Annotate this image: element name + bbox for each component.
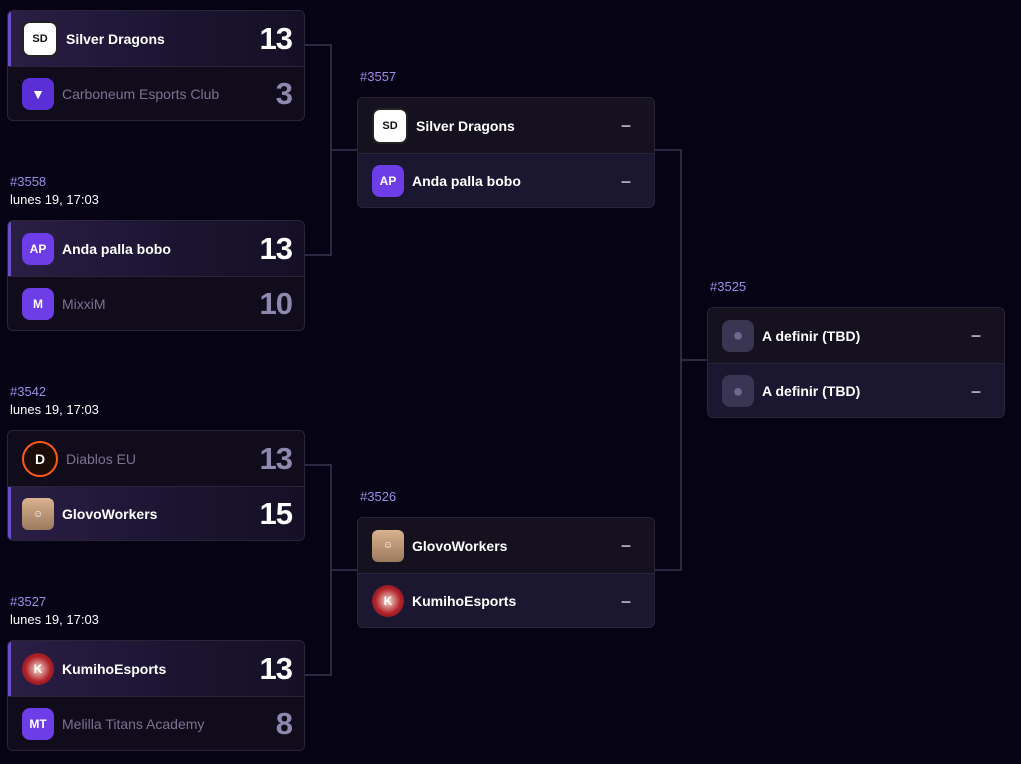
match-meta: #3525 bbox=[710, 278, 746, 296]
silver-dragons-logo-icon: SD bbox=[22, 20, 58, 57]
team-name: Carboneum Esports Club bbox=[62, 86, 220, 102]
initials-avatar-icon: AP bbox=[22, 232, 54, 265]
team-score: – bbox=[620, 590, 631, 611]
team-score: – bbox=[620, 535, 631, 555]
match-id[interactable]: #3557 bbox=[360, 69, 397, 84]
team-score: – bbox=[970, 380, 981, 401]
match-id[interactable]: #3525 bbox=[710, 279, 747, 294]
match-id[interactable]: #3558 bbox=[10, 174, 47, 189]
team-row[interactable]: SD Silver Dragons 13 bbox=[8, 11, 304, 66]
team-row[interactable]: K KumihoEsports 13 bbox=[8, 641, 304, 696]
team-row[interactable]: M MixxiM 10 bbox=[8, 276, 304, 330]
kumiho-logo-icon: K bbox=[372, 585, 404, 617]
initials-avatar-icon: MT bbox=[22, 708, 54, 740]
team-name: GlovoWorkers bbox=[62, 506, 158, 522]
match-date: lunes 19, 17:03 bbox=[10, 402, 99, 417]
team-score: 13 bbox=[259, 20, 293, 56]
team-score: 13 bbox=[259, 650, 293, 686]
placeholder-avatar-icon: ● bbox=[722, 375, 754, 407]
match-card-r2-1[interactable]: SD Silver Dragons – AP Anda palla bobo – bbox=[357, 97, 655, 208]
team-name: KumihoEsports bbox=[62, 660, 167, 677]
team-row[interactable]: ☺ GlovoWorkers 15 bbox=[8, 486, 304, 540]
team-name: Silver Dragons bbox=[416, 117, 515, 134]
match-meta: #3542 lunes 19, 17:03 bbox=[10, 383, 99, 419]
kumiho-logo-icon: K bbox=[22, 652, 54, 685]
team-row[interactable]: ● A definir (TBD) – bbox=[708, 363, 1004, 417]
match-meta: #3558 lunes 19, 17:03 bbox=[10, 173, 99, 209]
team-score: 15 bbox=[259, 496, 293, 531]
match-card-r1-1[interactable]: SD Silver Dragons 13 ▼ Carboneum Esports… bbox=[7, 10, 305, 121]
team-name: Anda palla bobo bbox=[412, 173, 521, 189]
match-card-r2-2[interactable]: ☺ GlovoWorkers – K KumihoEsports – bbox=[357, 517, 655, 628]
team-score: 13 bbox=[259, 230, 293, 266]
team-score: – bbox=[620, 115, 631, 135]
team-row[interactable]: AP Anda palla bobo 13 bbox=[8, 221, 304, 276]
team-score: – bbox=[970, 325, 981, 345]
team-name: MixxiM bbox=[62, 296, 106, 312]
match-card-final[interactable]: ● A definir (TBD) – ● A definir (TBD) – bbox=[707, 307, 1005, 418]
team-name: Diablos EU bbox=[66, 450, 137, 467]
team-name: Melilla Titans Academy bbox=[62, 716, 205, 732]
match-card-r1-4[interactable]: K KumihoEsports 13 MT Melilla Titans Aca… bbox=[7, 640, 305, 751]
match-id[interactable]: #3526 bbox=[360, 489, 397, 504]
connector-r2 bbox=[655, 149, 682, 571]
team-row[interactable]: ● A definir (TBD) – bbox=[708, 308, 1004, 363]
match-card-r1-3[interactable]: D Diablos EU 13 ☺ GlovoWorkers 15 bbox=[7, 430, 305, 541]
match-date: lunes 19, 17:03 bbox=[10, 612, 99, 627]
connector-r1-a bbox=[305, 44, 332, 256]
match-meta: #3557 bbox=[360, 68, 396, 86]
team-name: Silver Dragons bbox=[66, 30, 165, 47]
initials-avatar-icon: AP bbox=[372, 165, 404, 197]
team-row[interactable]: K KumihoEsports – bbox=[358, 573, 654, 627]
team-row[interactable]: MT Melilla Titans Academy 8 bbox=[8, 696, 304, 750]
team-row[interactable]: ☺ GlovoWorkers – bbox=[358, 518, 654, 573]
match-meta: #3527 lunes 19, 17:03 bbox=[10, 593, 99, 629]
team-row[interactable]: D Diablos EU 13 bbox=[8, 431, 304, 486]
match-card-r1-2[interactable]: AP Anda palla bobo 13 M MixxiM 10 bbox=[7, 220, 305, 331]
team-score: 13 bbox=[259, 440, 293, 476]
team-row[interactable]: SD Silver Dragons – bbox=[358, 98, 654, 153]
connector-r1-b bbox=[305, 464, 332, 676]
player-photo-icon: ☺ bbox=[372, 529, 404, 562]
player-photo-icon: ☺ bbox=[22, 498, 54, 530]
team-score: 8 bbox=[275, 706, 293, 741]
team-name: KumihoEsports bbox=[412, 593, 517, 609]
match-date: lunes 19, 17:03 bbox=[10, 192, 99, 207]
team-name: GlovoWorkers bbox=[412, 537, 508, 554]
match-meta: #3526 bbox=[360, 488, 396, 506]
diablos-logo-icon: D bbox=[22, 440, 58, 477]
match-id[interactable]: #3542 bbox=[10, 384, 47, 399]
team-row[interactable]: ▼ Carboneum Esports Club 3 bbox=[8, 66, 304, 120]
carboneum-logo-icon: ▼ bbox=[22, 78, 54, 110]
team-row[interactable]: AP Anda palla bobo – bbox=[358, 153, 654, 207]
team-name: A definir (TBD) bbox=[762, 383, 861, 399]
placeholder-avatar-icon: ● bbox=[722, 319, 754, 352]
team-name: Anda palla bobo bbox=[62, 240, 171, 257]
team-score: 10 bbox=[259, 286, 293, 321]
initials-avatar-icon: M bbox=[22, 288, 54, 320]
silver-dragons-logo-icon: SD bbox=[372, 107, 408, 144]
match-id[interactable]: #3527 bbox=[10, 594, 47, 609]
team-score: – bbox=[620, 170, 631, 191]
team-score: 3 bbox=[275, 76, 293, 111]
team-name: A definir (TBD) bbox=[762, 327, 861, 344]
